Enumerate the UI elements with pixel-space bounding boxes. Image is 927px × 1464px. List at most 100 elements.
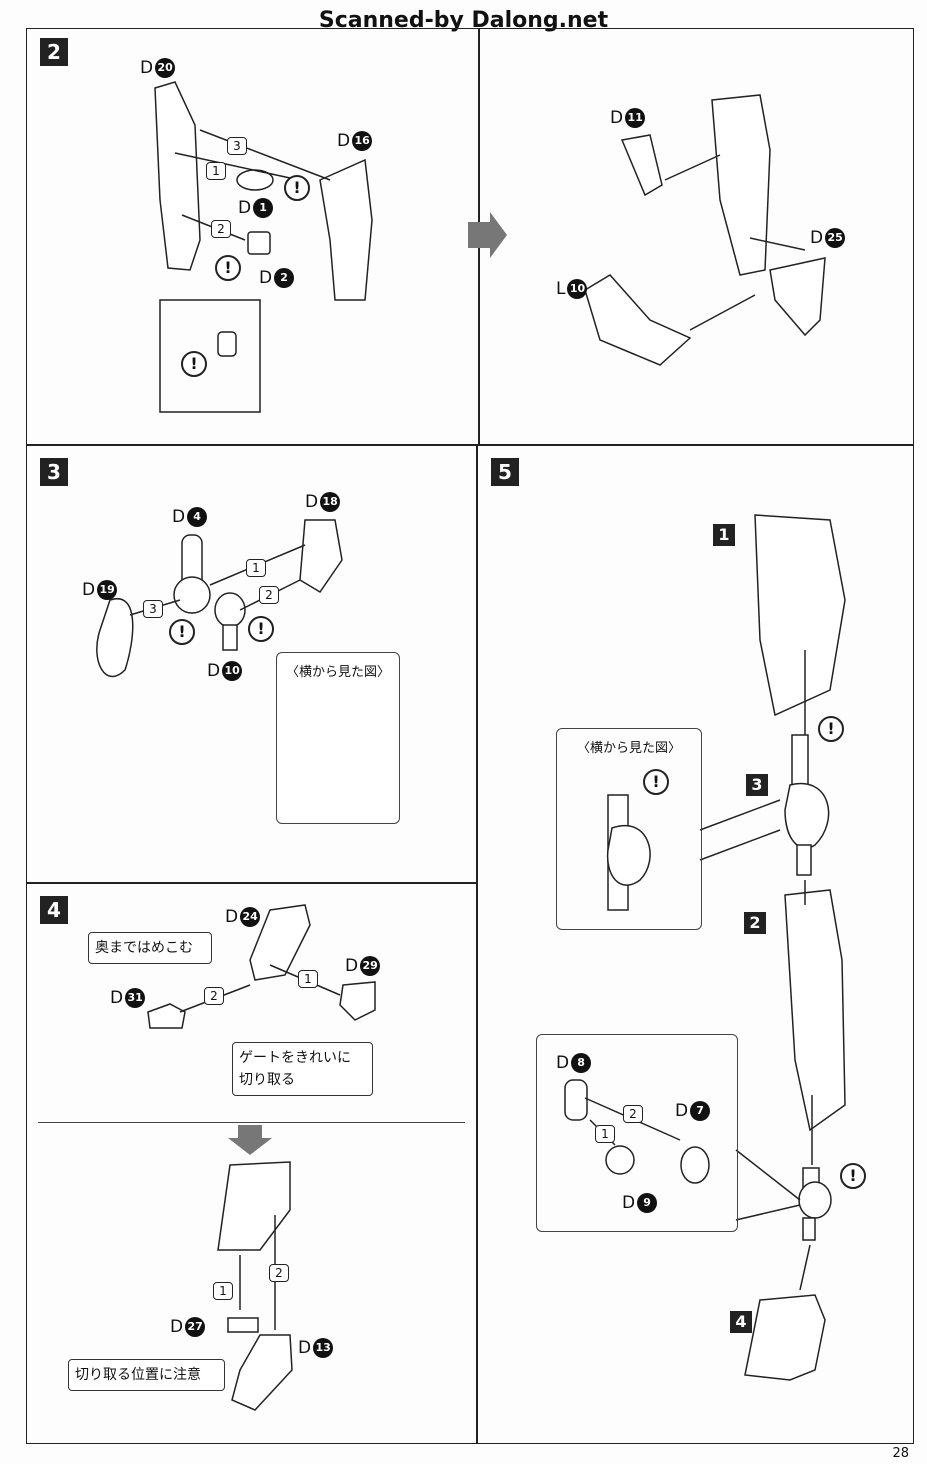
substep-4: 4 (730, 1311, 752, 1333)
step-number-2: 2 (40, 38, 68, 66)
step-number-4: 4 (40, 896, 68, 924)
part-letter: D (345, 956, 359, 976)
part-number: 8 (571, 1053, 592, 1073)
substep-2: 2 (744, 912, 766, 934)
part-number: 20 (155, 58, 176, 78)
callout-press-in: 奥まではめこむ (88, 932, 212, 964)
page-border (26, 28, 914, 1444)
part-letter: D (305, 492, 319, 512)
sequence-marker: 2 (269, 1264, 289, 1282)
sequence-marker: 2 (259, 586, 279, 604)
part-letter: D (337, 131, 351, 151)
part-letter: D (82, 580, 96, 600)
callout-gate: ゲートをきれいに 切り取る (232, 1042, 373, 1096)
inset-title: 〈横から見た図〉 (285, 665, 390, 680)
callout-line: ゲートをきれいに (239, 1050, 351, 1066)
part-number: 13 (313, 1338, 334, 1358)
part-number: 24 (240, 907, 261, 927)
divider (26, 882, 476, 884)
part-letter: D (225, 907, 239, 927)
part-number: 11 (625, 108, 646, 128)
step-number-3: 3 (40, 458, 68, 486)
warning-icon: ! (215, 255, 241, 281)
substep-1: 1 (713, 524, 735, 546)
part-letter: L (556, 279, 566, 299)
warning-icon: ! (818, 716, 844, 742)
sequence-marker: 3 (143, 600, 163, 618)
sequence-marker: 1 (213, 1282, 233, 1300)
warning-icon: ! (169, 619, 195, 645)
part-number: 10 (222, 661, 243, 681)
sequence-marker: 3 (227, 137, 247, 155)
warning-icon: ! (181, 351, 207, 377)
part-number: 18 (320, 492, 341, 512)
part-letter: D (810, 228, 824, 248)
side-view-inset: 〈横から見た図〉 (276, 652, 400, 824)
part-letter: D (238, 198, 252, 218)
divider (476, 444, 478, 1444)
part-number: 19 (97, 580, 118, 600)
substep-3: 3 (746, 774, 768, 796)
part-number: 25 (825, 228, 846, 248)
sequence-marker: 1 (298, 970, 318, 988)
page-number: 28 (892, 1446, 909, 1461)
part-letter: D (556, 1053, 570, 1073)
part-letter: D (207, 661, 221, 681)
part-letter: D (298, 1338, 312, 1358)
warning-icon: ! (284, 175, 310, 201)
subassembly-inset (536, 1034, 738, 1232)
part-letter: D (610, 108, 624, 128)
part-number: 7 (690, 1101, 711, 1121)
part-number: 2 (274, 268, 295, 288)
part-letter: D (140, 58, 154, 78)
sequence-marker: 2 (623, 1105, 643, 1123)
part-number: 1 (253, 198, 274, 218)
part-letter: D (675, 1101, 689, 1121)
sequence-marker: 2 (204, 987, 224, 1005)
sequence-marker: 1 (246, 559, 266, 577)
side-view-inset: 〈横から見た図〉 ! (556, 728, 702, 930)
sequence-marker: 1 (595, 1125, 615, 1143)
part-number: 4 (187, 507, 208, 527)
part-letter: D (110, 988, 124, 1008)
part-number: 27 (185, 1317, 206, 1337)
divider (38, 1122, 465, 1123)
part-number: 16 (352, 131, 373, 151)
part-number: 31 (125, 988, 146, 1008)
part-letter: D (172, 507, 186, 527)
part-number: 9 (637, 1193, 658, 1213)
callout-cut-position: 切り取る位置に注意 (68, 1359, 225, 1391)
divider (26, 444, 914, 446)
inset-title: 〈横から見た図〉 (576, 741, 681, 756)
warning-icon: ! (248, 616, 274, 642)
warning-icon: ! (643, 769, 669, 795)
part-letter: D (259, 268, 273, 288)
part-number: 29 (360, 956, 381, 976)
sequence-marker: 2 (211, 220, 231, 238)
part-letter: D (622, 1193, 636, 1213)
part-number: 10 (567, 279, 588, 299)
warning-icon: ! (840, 1163, 866, 1189)
sequence-marker: 1 (206, 162, 226, 180)
